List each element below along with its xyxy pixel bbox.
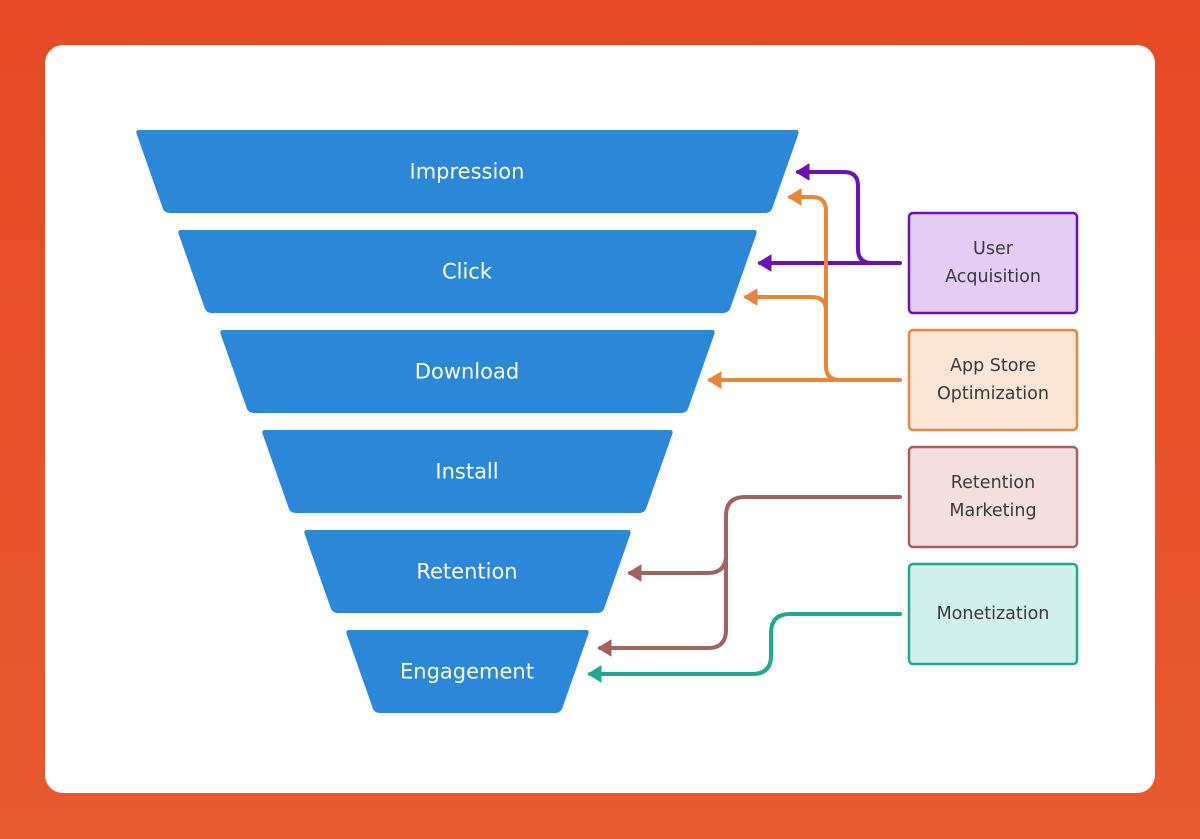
connector-line bbox=[788, 195, 842, 382]
funnel-layer-label: Retention bbox=[416, 560, 517, 584]
connector-line bbox=[598, 495, 902, 650]
funnel-layer-label: Download bbox=[415, 360, 519, 384]
connector-line bbox=[628, 553, 728, 575]
funnel-layer-retention bbox=[304, 530, 631, 613]
connector-line bbox=[796, 170, 874, 265]
funnel-layer-label: Install bbox=[435, 460, 498, 484]
strategy-label: Acquisition bbox=[945, 267, 1041, 287]
arrowhead-icon bbox=[627, 564, 642, 582]
strategy-label: Monetization bbox=[937, 604, 1050, 624]
funnel-layer-label: Engagement bbox=[400, 660, 534, 684]
funnel-layer-label: Impression bbox=[410, 160, 525, 184]
funnel-layer-download bbox=[220, 330, 715, 413]
arrowhead-icon bbox=[757, 254, 772, 272]
arrowhead-icon bbox=[743, 288, 758, 306]
connector-line bbox=[588, 612, 902, 676]
strategy-label: Optimization bbox=[937, 384, 1049, 404]
strategy-label: Marketing bbox=[949, 501, 1036, 521]
funnel-layer-click bbox=[178, 230, 757, 313]
connector-line bbox=[744, 295, 828, 313]
arrowhead-icon bbox=[707, 371, 722, 389]
arrowhead-icon bbox=[587, 665, 602, 683]
arrowhead-icon bbox=[597, 639, 612, 657]
funnel-layer-label: Click bbox=[442, 260, 493, 284]
funnel-layer-install bbox=[262, 430, 673, 513]
funnel-layer-engagement bbox=[346, 630, 589, 713]
arrowhead-icon bbox=[795, 163, 810, 181]
strategy-label: App Store bbox=[950, 356, 1036, 376]
strategy-label: User bbox=[973, 239, 1014, 259]
funnel-layer-impression bbox=[136, 130, 799, 213]
strategy-label: Retention bbox=[951, 473, 1035, 493]
strategy-box-monetization: Monetization bbox=[907, 562, 1079, 666]
arrowhead-icon bbox=[787, 188, 802, 206]
